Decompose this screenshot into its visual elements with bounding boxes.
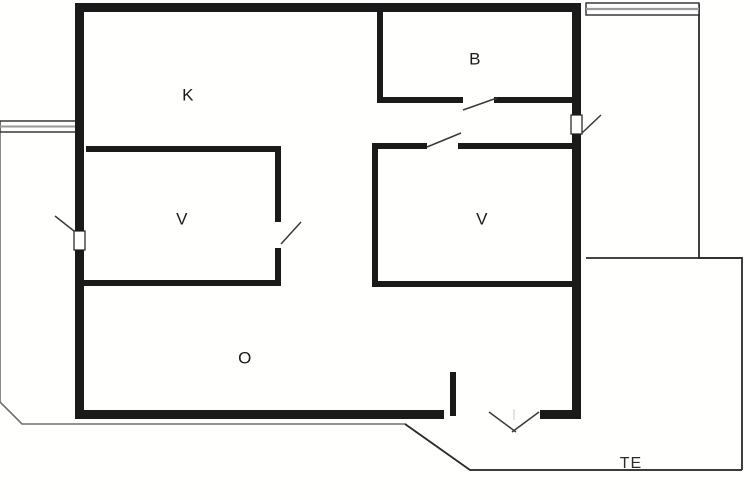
door-bathroom[interactable] xyxy=(462,96,498,111)
window-top-right-terrace xyxy=(585,2,700,16)
room-label-terrace: TE xyxy=(620,455,642,472)
exterior-door-right-wall[interactable] xyxy=(570,114,602,135)
wall-bedroom-right-bottom xyxy=(372,281,577,287)
room-label-living-room: O xyxy=(238,348,252,367)
wall-bedroom-left-right-a xyxy=(275,146,281,222)
outer-wall-left-upper xyxy=(75,3,84,232)
window-left-terrace xyxy=(0,120,77,133)
doors xyxy=(54,96,602,433)
wall-bathroom-bottom-a xyxy=(377,97,463,103)
room-label-bedroom-left: V xyxy=(176,209,188,228)
wall-bathroom-left xyxy=(377,3,383,102)
outer-wall-left-lower xyxy=(75,250,84,419)
wall-bedroom-right-top-b xyxy=(458,143,577,149)
windows xyxy=(0,2,700,133)
outer-wall-top xyxy=(75,3,581,12)
wall-bedroom-right-top-a xyxy=(372,143,427,149)
outer-wall-right-upper xyxy=(572,3,581,116)
room-label-bathroom: B xyxy=(469,49,481,68)
outer-wall-bottom-left xyxy=(75,410,444,419)
wall-bathroom-bottom-b xyxy=(494,97,577,103)
terrace-right-edge xyxy=(698,4,743,470)
wall-living-room-stub xyxy=(450,372,456,416)
wall-bedroom-left-bottom xyxy=(84,280,281,286)
interior-walls xyxy=(84,3,577,416)
wall-bedroom-left-right-b xyxy=(275,248,281,286)
terrace-left-outline xyxy=(0,127,75,402)
exterior-door-left-wall[interactable] xyxy=(54,215,86,251)
terrace-outlines xyxy=(0,3,743,471)
outer-walls xyxy=(75,3,581,419)
room-label-bedroom-right: V xyxy=(476,209,488,228)
wall-bedroom-left-top xyxy=(86,146,281,152)
room-label-kitchen: K xyxy=(182,85,194,104)
outer-wall-right-lower xyxy=(572,133,581,419)
door-bedroom-right[interactable] xyxy=(426,132,462,149)
outer-wall-bottom-right xyxy=(538,410,581,419)
patio-double-door[interactable] xyxy=(488,409,540,433)
room-labels: K B V V O TE xyxy=(176,49,642,472)
terrace-bottom-dark-edge xyxy=(404,423,742,471)
wall-bedroom-right-left xyxy=(372,143,378,287)
door-bedroom-left[interactable] xyxy=(274,221,302,248)
